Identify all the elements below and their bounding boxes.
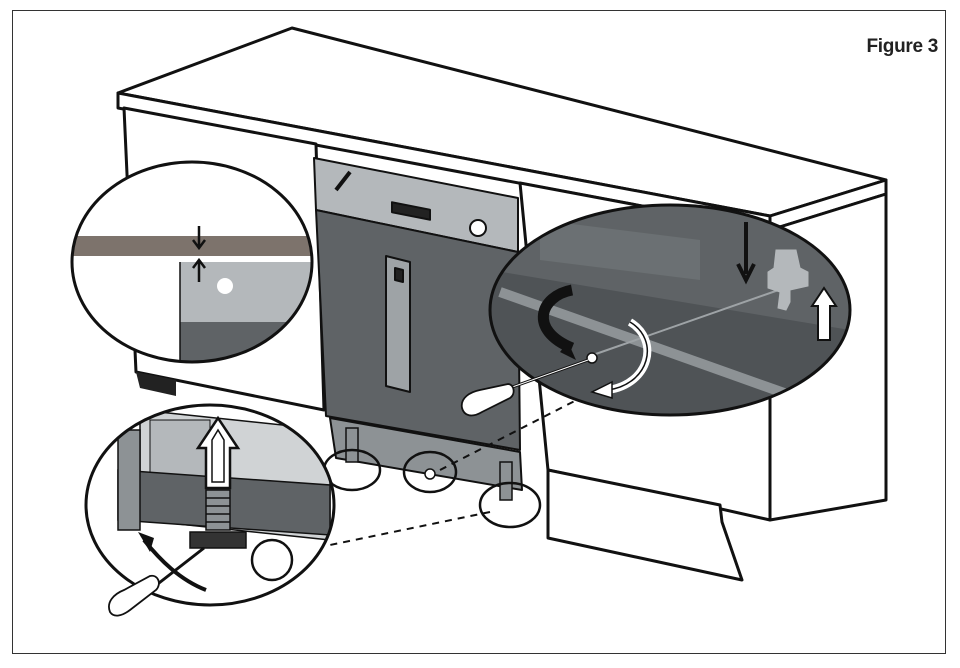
arrow-down-icon <box>192 226 206 251</box>
leveling-foot-icon <box>189 489 247 549</box>
kick-plate <box>329 417 523 491</box>
door-handle <box>385 255 411 393</box>
highlight-circle <box>250 538 294 582</box>
countertop-section <box>72 236 312 256</box>
panel-section <box>180 262 312 322</box>
right-cabinet-plinth <box>546 468 744 582</box>
rotate-counterclockwise-icon <box>537 284 575 354</box>
figure-title: Figure 3 <box>866 36 938 57</box>
screwdriver-icon <box>108 546 205 617</box>
dishwasher <box>313 157 523 491</box>
foot-highlight-right <box>478 481 542 529</box>
control-panel-mark <box>334 170 352 192</box>
foot-highlight-center <box>402 450 458 494</box>
callout-line-3 <box>439 387 601 471</box>
arrow-down-icon <box>736 222 756 285</box>
arrow-up-icon <box>195 415 241 490</box>
handle-slot <box>394 267 404 283</box>
zoom-front-foot-adjustment <box>84 403 336 617</box>
leveling-foot-icon <box>767 249 809 311</box>
display-window <box>391 201 431 221</box>
control-knob <box>469 219 487 237</box>
zoom-rear-foot-adjustment <box>488 203 852 417</box>
leveling-foot-icon <box>345 427 513 501</box>
callout-line-2 <box>329 511 491 546</box>
arrow-up-icon <box>192 257 206 282</box>
zoom-countertop-gap <box>70 160 314 364</box>
left-cabinet-shadow <box>136 372 176 396</box>
knob-section <box>217 278 233 294</box>
screwdriver-icon <box>460 358 589 417</box>
arrow-up-icon <box>810 286 838 341</box>
dishwasher-door <box>315 209 521 451</box>
